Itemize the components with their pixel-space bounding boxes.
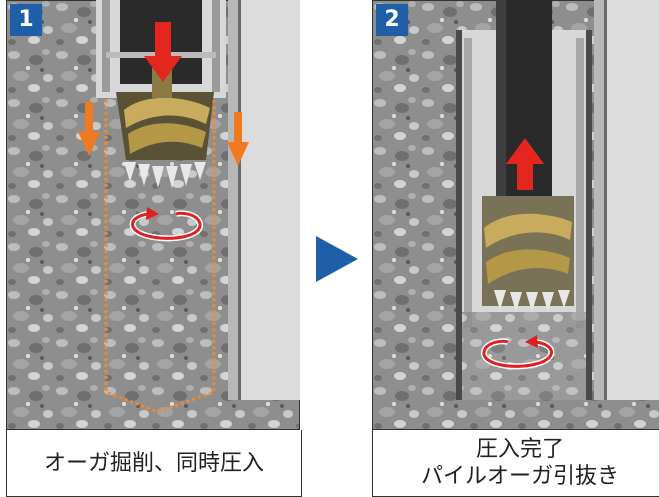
- step-1-caption-line-1: オーガ掘削、同時圧入: [43, 450, 264, 476]
- step-2-panel: 2 圧入完了 パイルオーガ引抜き: [372, 0, 659, 497]
- step-1-illustration: [6, 0, 300, 430]
- step-2-caption-line-2: パイルオーガ引抜き: [420, 464, 619, 489]
- excavation-outline: [104, 100, 216, 414]
- rotation-arrow-icon: [481, 335, 555, 370]
- step-2-illustration: [372, 0, 659, 430]
- press-arrow: [144, 22, 182, 82]
- auger-head: [116, 68, 214, 188]
- step-1-panel: 1 オーガ掘削、同時圧入: [6, 0, 302, 497]
- rotation-arrow-icon: [129, 207, 203, 242]
- side-arrow-left: [78, 102, 100, 156]
- pullout-arrow: [506, 138, 544, 190]
- side-arrow-right: [227, 112, 249, 166]
- step-2-caption-line-1: 圧入完了: [475, 437, 564, 462]
- step-2-badge: 2: [376, 4, 408, 36]
- auger-head: [482, 196, 574, 312]
- step-1-caption: オーガ掘削、同時圧入: [6, 430, 302, 497]
- step-2-caption: 圧入完了 パイルオーガ引抜き: [372, 430, 659, 497]
- triangle-right-icon: [316, 236, 358, 282]
- step-1-badge: 1: [10, 4, 42, 36]
